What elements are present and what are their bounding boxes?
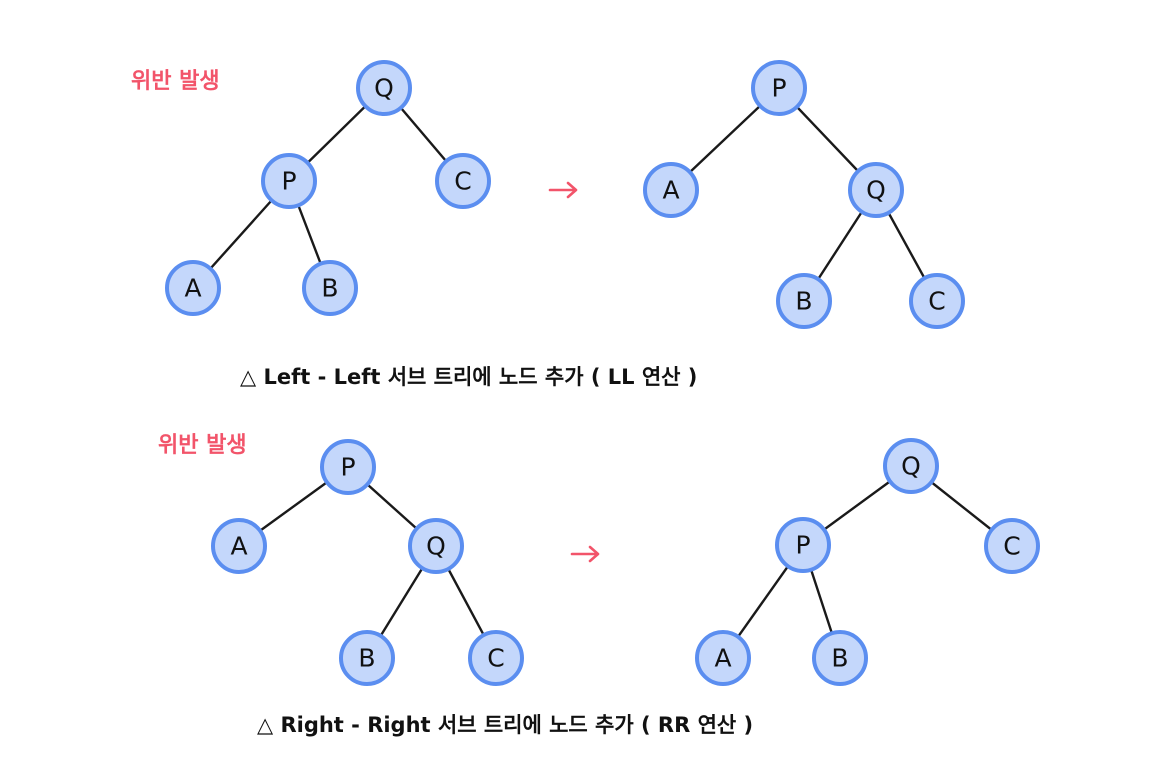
node-label: C: [454, 167, 471, 196]
node-label: C: [928, 287, 945, 316]
caption: △ Right - Right 서브 트리에 노드 추가 ( RR 연산 ): [257, 713, 753, 737]
tree-node: A: [695, 630, 751, 686]
tree-node: Q: [408, 518, 464, 574]
tree-node: A: [165, 260, 221, 316]
tree-node: C: [909, 273, 965, 329]
node-label: Q: [866, 176, 886, 205]
tree-node: B: [339, 630, 395, 686]
node-label: C: [1003, 532, 1020, 561]
node-label: A: [230, 532, 247, 561]
section-ll: 위반 발생 Q P C A: [131, 60, 965, 389]
tree-node: B: [776, 273, 832, 329]
violation-label: 위반 발생: [131, 69, 220, 94]
node-label: Q: [901, 452, 921, 481]
node-label: B: [358, 644, 375, 673]
right-arrow-icon: [548, 181, 578, 199]
tree-before-ll: Q P C A B: [165, 60, 491, 316]
node-label: P: [795, 531, 810, 560]
node-label: A: [714, 644, 731, 673]
right-arrow-icon: [570, 545, 600, 563]
tree-node: C: [435, 153, 491, 209]
tree-node: C: [984, 518, 1040, 574]
violation-label: 위반 발생: [158, 433, 247, 458]
tree-node: P: [320, 439, 376, 495]
node-label: Q: [374, 74, 394, 103]
tree-node: Q: [883, 438, 939, 494]
node-label: P: [281, 167, 296, 196]
tree-node: Q: [848, 162, 904, 218]
tree-node: A: [643, 162, 699, 218]
section-rr: 위반 발생 P A Q B: [158, 433, 1040, 737]
node-label: B: [795, 287, 812, 316]
tree-node: B: [302, 260, 358, 316]
node-label: P: [340, 453, 355, 482]
tree-node: B: [812, 630, 868, 686]
tree-node: P: [261, 153, 317, 209]
node-label: A: [184, 274, 201, 303]
node-label: A: [662, 176, 679, 205]
node-label: Q: [426, 532, 446, 561]
tree-before-rr: P A Q B C: [211, 439, 524, 686]
node-label: B: [321, 274, 338, 303]
node-label: P: [771, 74, 786, 103]
node-label: B: [831, 644, 848, 673]
caption: △ Left - Left 서브 트리에 노드 추가 ( LL 연산 ): [240, 365, 697, 389]
tree-node: P: [775, 517, 831, 573]
tree-after-rr: Q P C A B: [695, 438, 1040, 686]
tree-node: A: [211, 518, 267, 574]
tree-after-ll: P A Q B C: [643, 60, 965, 329]
node-label: C: [487, 644, 504, 673]
tree-node: P: [751, 60, 807, 116]
tree-node: C: [468, 630, 524, 686]
tree-node: Q: [356, 60, 412, 116]
